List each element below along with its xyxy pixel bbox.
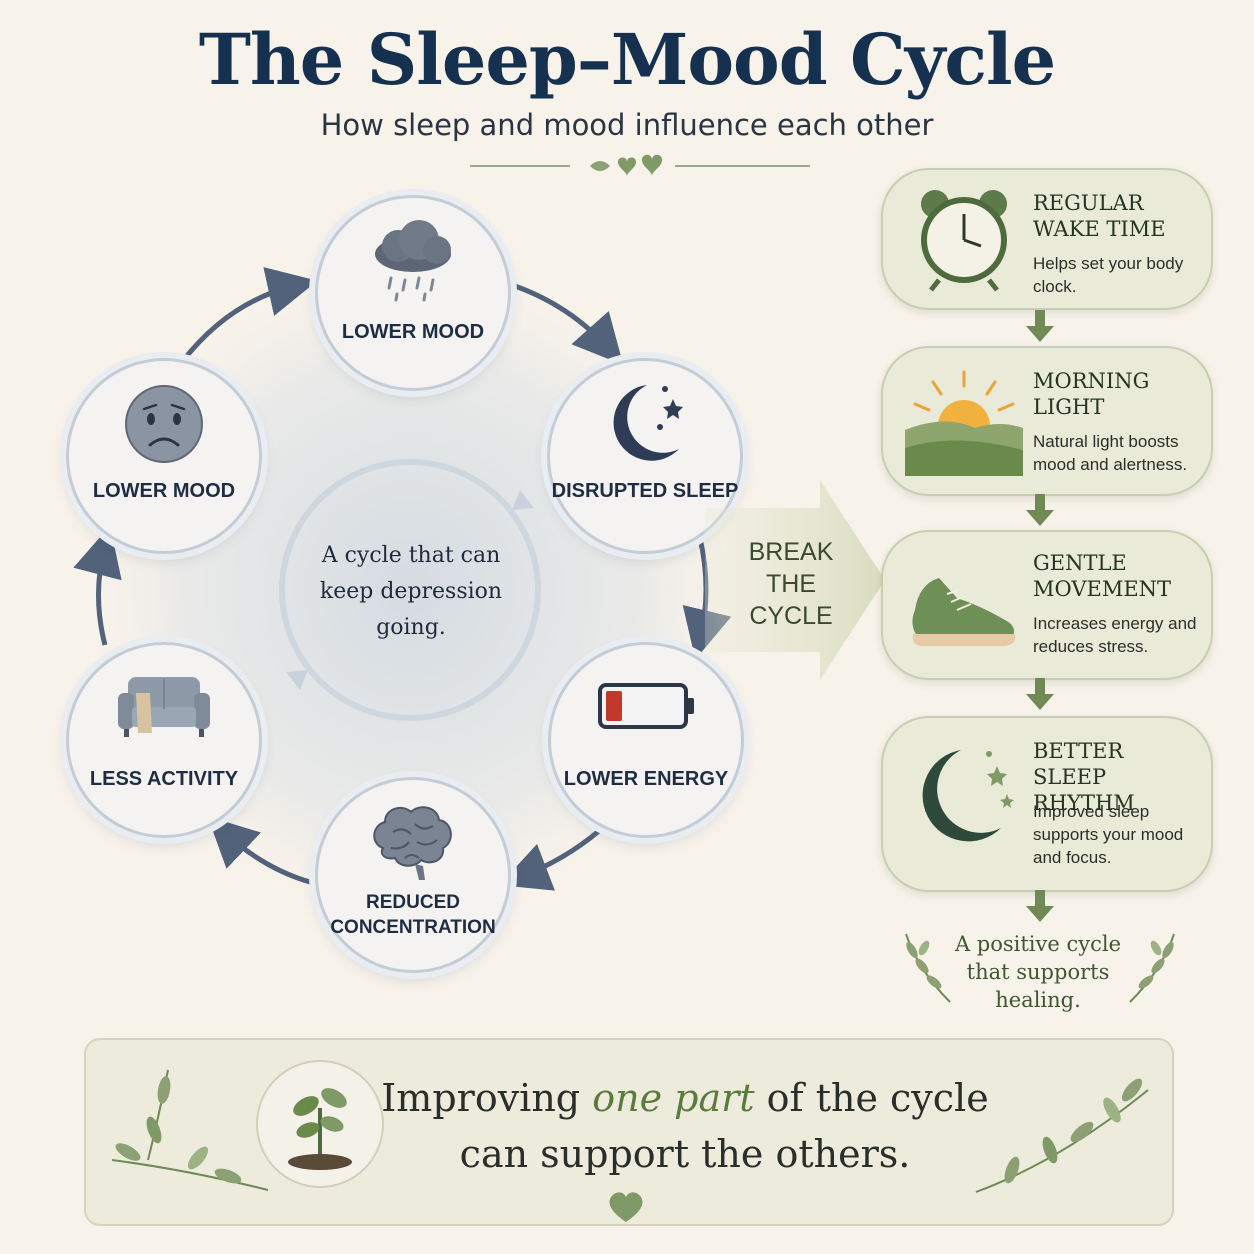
step-title: BETTER SLEEP RHYTHM [1033, 739, 1135, 815]
node-label: LOWER MOOD [341, 321, 485, 343]
arrow-down-icon [1026, 678, 1054, 710]
cycle-node-reduced-concentration: REDUCED CONCENTRATION [315, 777, 511, 973]
cycle-node-lower-mood-left: LOWER MOOD [66, 358, 262, 554]
arrow-down-icon [1026, 494, 1054, 526]
arrow-activity-to-mood [73, 525, 122, 646]
inner-ring-arrowhead [512, 490, 534, 510]
moon-stars-icon [613, 385, 683, 461]
step-description: Increases energy and reduces stress. [1033, 614, 1197, 656]
sprig-left-icon [905, 933, 951, 1003]
crescent-moon-icon [922, 750, 1014, 842]
break-cycle-arrow [705, 480, 885, 680]
bottom-text-before: Improving [381, 1076, 581, 1120]
seedling-icon [288, 1088, 352, 1170]
leafy-branch-left-icon [111, 1069, 269, 1191]
node-label: LOWER ENERGY [563, 768, 729, 790]
arrow-concentration-to-activity [207, 816, 311, 885]
inner-cycle-ring [279, 459, 541, 721]
node-label: REDUCED CONCENTRATION [330, 892, 496, 938]
arrow-energy-to-concentration [499, 828, 602, 891]
couch-icon [118, 677, 210, 737]
cycle-node-lower-energy: LOWER ENERGY [548, 642, 744, 838]
bottom-text-line2: can support the others. [459, 1132, 911, 1176]
node-label: LESS ACTIVITY [89, 768, 239, 790]
arrow-mood-to-sleep [511, 282, 624, 365]
node-label: LOWER MOOD [92, 480, 236, 502]
cycle-node-lower-mood-top: LOWER MOOD [315, 195, 511, 391]
low-battery-icon [598, 683, 694, 729]
title-divider-ornament [470, 154, 810, 176]
page-title: The Sleep–Mood Cycle [198, 18, 1056, 101]
step-description: Natural light boosts mood and alertness. [1033, 432, 1188, 474]
arrow-down-icon [1026, 310, 1054, 342]
break-cycle-label: BREAK THE CYCLE [748, 538, 834, 630]
cycle-node-less-activity: LESS ACTIVITY [66, 642, 262, 838]
step-title: MORNING LIGHT [1033, 369, 1150, 419]
sneaker-icon [912, 578, 1016, 646]
step-title: GENTLE MOVEMENT [1033, 551, 1172, 601]
page-subtitle: How sleep and mood influence each other [320, 108, 934, 142]
positive-cycle-text: A positive cycle that supports healing. [954, 932, 1122, 1012]
bottom-text-after: of the cycle [766, 1076, 989, 1120]
bottom-message: Improving one part of the cycle can supp… [380, 1070, 990, 1182]
inner-ring-arrowhead-2 [286, 670, 308, 690]
step-description: Improved sleep supports your mood and fo… [1033, 802, 1184, 867]
step-card-morning-light: MORNING LIGHT Natural light boosts mood … [881, 346, 1213, 496]
step-card-gentle-movement: GENTLE MOVEMENT Increases energy and red… [881, 530, 1213, 680]
alarm-clock-icon [921, 190, 1007, 292]
sprig-right-icon [1129, 933, 1175, 1003]
seedling-badge [256, 1060, 384, 1188]
node-label: DISRUPTED SLEEP [551, 480, 739, 502]
brain-icon [373, 806, 452, 880]
heart-icon [609, 1192, 643, 1222]
step-card-better-sleep-rhythm: BETTER SLEEP RHYTHM Improved sleep suppo… [881, 716, 1213, 892]
rain-cloud-icon [375, 220, 451, 302]
step-card-regular-wake-time: REGULAR WAKE TIME Helps set your body cl… [881, 168, 1213, 310]
step-description: Helps set your body clock. [1033, 254, 1184, 296]
cycle-center-text: A cycle that can keep depression going. [319, 543, 503, 640]
leafy-branch-right-icon [975, 1078, 1149, 1193]
step-title: REGULAR WAKE TIME [1033, 191, 1166, 241]
sad-face-icon [125, 385, 203, 463]
arrow-mood-to-lower-mood [180, 267, 318, 364]
bottom-text-accent: one part [592, 1076, 755, 1120]
arrow-down-icon [1026, 890, 1054, 922]
sunrise-icon [905, 370, 1023, 476]
